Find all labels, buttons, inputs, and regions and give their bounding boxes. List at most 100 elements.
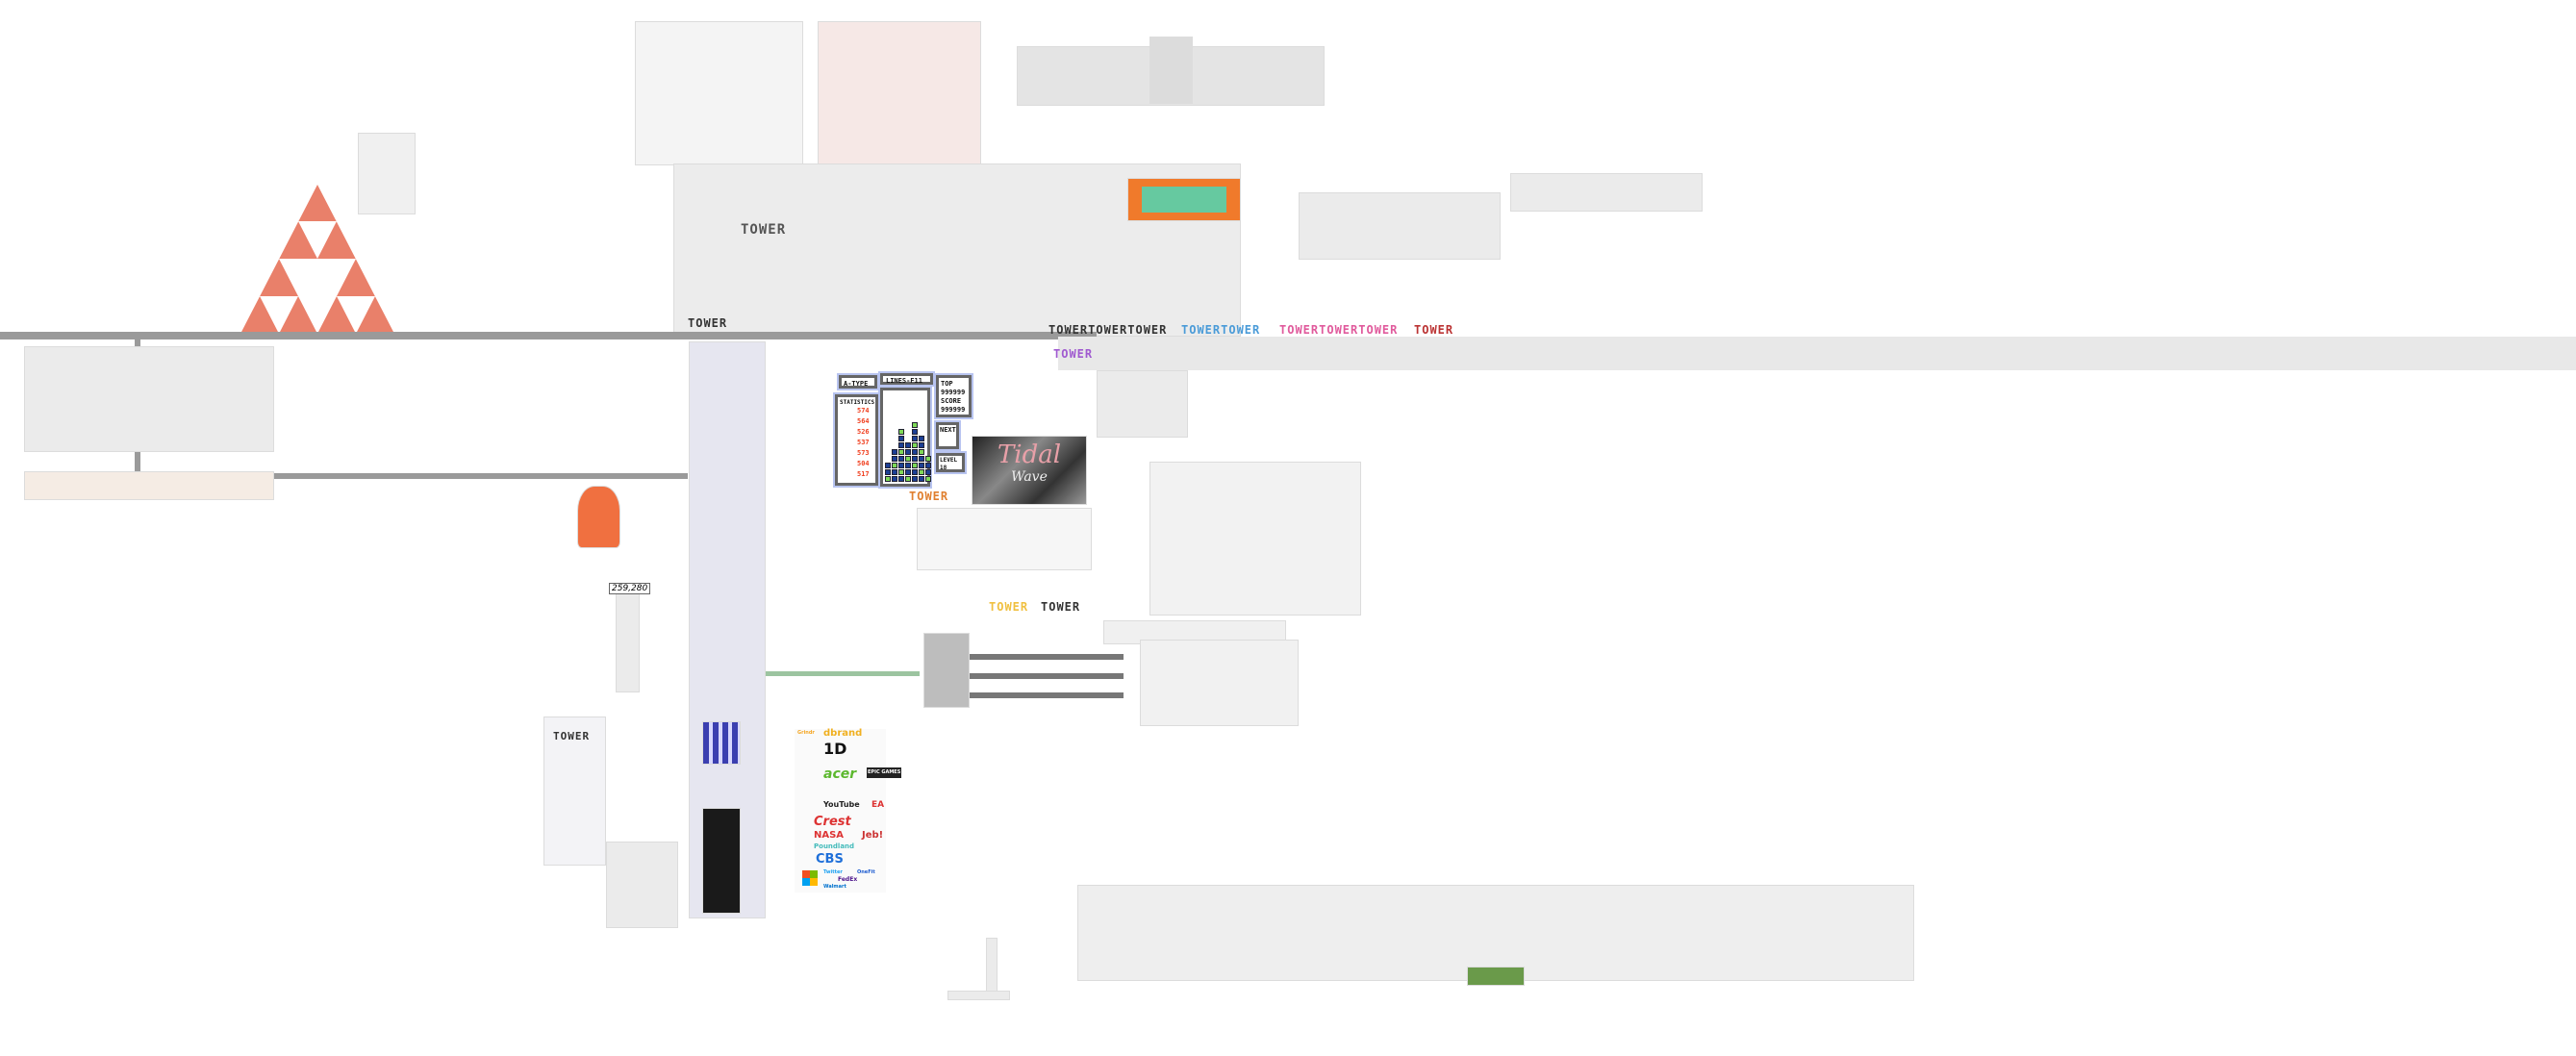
tower-blue-stripes xyxy=(702,721,741,765)
tetris-block xyxy=(892,456,897,462)
flame-art xyxy=(577,486,620,548)
icon-strip[interactable] xyxy=(1058,337,2576,370)
tetris-block xyxy=(912,476,918,482)
tetris-block xyxy=(898,442,904,448)
stat-z: 526 xyxy=(857,428,870,436)
logo-ea: EA xyxy=(871,800,885,810)
tetris-block xyxy=(892,463,897,468)
road-to-runway xyxy=(766,671,920,676)
tetris-block xyxy=(898,436,904,441)
runway-2 xyxy=(970,673,1124,679)
left-lower-panel[interactable] xyxy=(24,471,274,500)
tennis-court xyxy=(1127,178,1241,221)
logo-crest: Crest xyxy=(814,815,851,829)
tetris-block xyxy=(898,476,904,482)
tower-dark-block xyxy=(702,808,741,914)
right-panel-b[interactable] xyxy=(1510,173,1703,212)
tetris-lines-box: LINES-F11 xyxy=(878,371,935,387)
diagram-panel[interactable] xyxy=(1140,640,1299,726)
tetris-level-label: LEVEL xyxy=(940,457,958,464)
floorplan-cluster[interactable] xyxy=(1149,462,1361,616)
tower-label: TOWER xyxy=(909,490,949,503)
tower-label: TOWER xyxy=(1041,600,1081,614)
tetris-playfield[interactable] xyxy=(878,386,932,489)
stat-i: 517 xyxy=(857,470,870,478)
tetris-block xyxy=(898,456,904,462)
tidal-wave-artwork[interactable]: Tidal Wave xyxy=(972,436,1087,505)
left-panel[interactable] xyxy=(24,346,274,452)
tower-label: TOWER xyxy=(1414,323,1454,337)
tetris-block xyxy=(925,456,931,462)
tetris-statistics-label: STATISTICS xyxy=(840,399,875,406)
logo-cbs: CBS xyxy=(816,852,844,867)
stat-l: 504 xyxy=(857,460,870,467)
tetris-block xyxy=(905,476,911,482)
logos-column: Grindr dbrand 1D acer EPIC GAMES YouTube… xyxy=(795,728,902,893)
grid-panel[interactable] xyxy=(1097,370,1188,438)
tetris-block xyxy=(905,456,911,462)
logo-poundland: Poundland xyxy=(814,842,855,850)
tetris-block xyxy=(912,456,918,462)
logo-onefit: OneFit xyxy=(857,869,875,875)
tetris-block xyxy=(912,469,918,475)
tetris-block xyxy=(905,469,911,475)
stat-j: 564 xyxy=(857,417,870,425)
tetris-block xyxy=(892,476,897,482)
lower-building-2[interactable] xyxy=(606,842,678,928)
green-field xyxy=(1467,967,1525,986)
tetris-block xyxy=(925,469,931,475)
tetris-block xyxy=(892,469,897,475)
bottom-city[interactable] xyxy=(1077,885,1914,981)
tower-label: TOWER xyxy=(989,600,1029,614)
sierpinski-triangle-art xyxy=(240,185,394,334)
tetris-mode: A-TYPE xyxy=(844,380,869,388)
tower-label: TOWER xyxy=(688,316,728,330)
logo-jeb: Jeb! xyxy=(862,830,884,841)
right-panel-a[interactable] xyxy=(1299,192,1501,260)
tetris-block xyxy=(885,469,891,475)
tetris-block xyxy=(919,442,924,448)
logo-acer: acer xyxy=(823,767,857,782)
tetris-statistics: STATISTICS 574 564 526 537 573 504 517 xyxy=(833,392,880,488)
microsoft-logo-icon xyxy=(802,870,818,886)
tetris-mode-box: A-TYPE xyxy=(837,373,879,390)
tetris-block xyxy=(885,463,891,468)
tetris-score-value: 999999 xyxy=(941,406,966,414)
building-facade-center xyxy=(1149,37,1193,104)
logo-nasa: NASA xyxy=(814,830,845,841)
logo-youtube: YouTube xyxy=(823,800,860,809)
runway-3 xyxy=(970,692,1124,698)
main-road-horizontal xyxy=(0,332,1097,339)
tower-label: TOWER xyxy=(1053,347,1094,361)
sprite-sheet-panel[interactable] xyxy=(635,21,803,165)
tower-label: TOWERTOWERTOWER xyxy=(1048,323,1168,337)
runway-1 xyxy=(970,654,1124,660)
counter-label: 259,280 xyxy=(609,583,651,594)
counter-column[interactable] xyxy=(616,587,640,692)
tetris-block xyxy=(919,449,924,455)
tetris-block xyxy=(912,429,918,435)
tetris-block xyxy=(912,442,918,448)
map-panel[interactable] xyxy=(818,21,981,165)
tetris-block xyxy=(892,449,897,455)
tetris-block xyxy=(912,436,918,441)
tetris-level-box: LEVEL 18 xyxy=(934,451,967,474)
bottom-column[interactable] xyxy=(986,938,998,995)
tetris-block xyxy=(925,476,931,482)
tetris-block xyxy=(905,442,911,448)
runway-terminal[interactable] xyxy=(923,633,970,708)
barracudas-panel[interactable] xyxy=(917,508,1092,570)
tower-label: TOWERTOWERTOWER xyxy=(1279,323,1399,337)
tetris-block xyxy=(898,463,904,468)
bottom-base[interactable] xyxy=(947,991,1010,1000)
tetris-next-label: NEXT xyxy=(940,426,956,434)
tetris-next-box: NEXT xyxy=(934,420,961,451)
logo-dbrand: dbrand xyxy=(823,728,863,739)
tetris-block xyxy=(919,463,924,468)
tetris-block xyxy=(919,469,924,475)
stat-t: 574 xyxy=(857,407,870,415)
logo-grindr: Grindr xyxy=(797,730,815,736)
tetris-block xyxy=(925,463,931,468)
tidal-subtitle: Wave xyxy=(1011,469,1048,485)
tetris-block xyxy=(912,463,918,468)
